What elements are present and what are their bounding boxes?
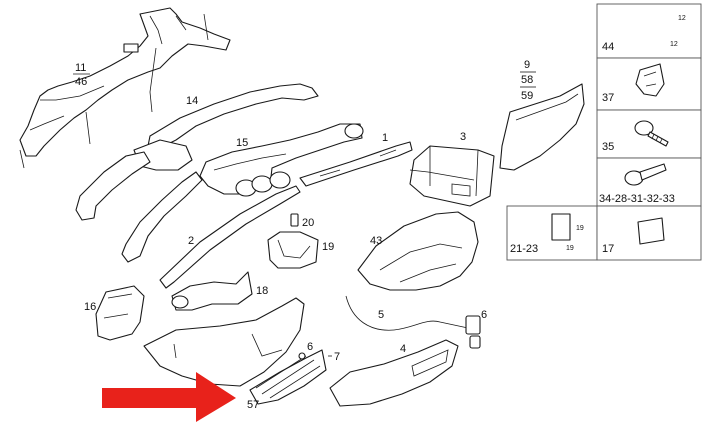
- part-19-bracket: [267, 231, 319, 269]
- callout-59: 59: [521, 90, 533, 102]
- callout-4: 4: [400, 343, 406, 355]
- legend-label-37: 37: [602, 92, 614, 104]
- legend-grid: [506, 3, 702, 261]
- svg-text:12: 12: [670, 41, 678, 48]
- part-11-duct-frame: [19, 7, 231, 169]
- callout-19: 19: [322, 241, 334, 253]
- callout-7: 7: [334, 351, 340, 363]
- callout-6a: 6: [307, 341, 313, 353]
- part-lower-panel: [143, 297, 305, 387]
- clip-icon: [635, 63, 665, 97]
- svg-text:19: 19: [566, 245, 574, 252]
- part-1-trim-bar: [299, 141, 413, 187]
- square-pad-icon: [637, 217, 665, 245]
- legend-label-34: 34-28-31-32-33: [599, 193, 675, 205]
- part-43-cover: [357, 211, 479, 291]
- callout-43: 43: [370, 235, 382, 247]
- part-14-upper-duct: [75, 83, 319, 263]
- callout-9: 9: [524, 59, 530, 71]
- callout-2: 2: [188, 235, 194, 247]
- part-20-clip: [290, 213, 299, 227]
- part-9-side-panel: [499, 83, 585, 171]
- red-arrow-icon: [102, 372, 236, 422]
- callout-20: 20: [302, 217, 314, 229]
- callout-57: 57: [247, 399, 259, 411]
- legend-cell-34: 34-28-31-32-33: [599, 163, 675, 205]
- callout-16: 16: [84, 301, 96, 313]
- callout-1: 1: [382, 132, 388, 144]
- callout-11: 11: [75, 62, 86, 74]
- legend-cell-17: 17: [602, 217, 665, 255]
- part-2-lower-bar: [159, 185, 301, 289]
- callout-3: 3: [460, 131, 466, 143]
- part-4-tray: [329, 339, 459, 407]
- legend-cell-37: 37: [602, 63, 665, 104]
- legend-label-35: 35: [602, 141, 614, 153]
- callout-18: 18: [256, 285, 268, 297]
- part-3-module-box: [409, 145, 495, 207]
- part-16-duct: [95, 285, 145, 341]
- legend-label-44: 44: [602, 41, 614, 53]
- part-15-center-vent: [199, 123, 364, 197]
- svg-text:19: 19: [576, 225, 584, 232]
- legend-label-21-23: 21-23: [510, 243, 538, 255]
- legend-label-17: 17: [602, 243, 614, 255]
- legend-cell-21-23: 19 19 21-23: [510, 213, 584, 255]
- part-57-grille: [249, 349, 327, 405]
- part-18-duct: [171, 271, 253, 311]
- legend-cell-44: 12 12 44: [602, 15, 686, 53]
- callout-15: 15: [236, 137, 248, 149]
- callout-14: 14: [186, 95, 198, 107]
- square-pad-icon: [551, 213, 571, 241]
- legend-cell-35: 35: [602, 120, 669, 153]
- callout-58: 58: [521, 74, 533, 86]
- callout-46: 46: [75, 76, 87, 88]
- part-5-cable: [345, 295, 481, 349]
- callout-5: 5: [378, 309, 384, 321]
- screw-icon: [634, 120, 654, 136]
- svg-text:12: 12: [678, 15, 686, 22]
- callout-6b: 6: [481, 309, 487, 321]
